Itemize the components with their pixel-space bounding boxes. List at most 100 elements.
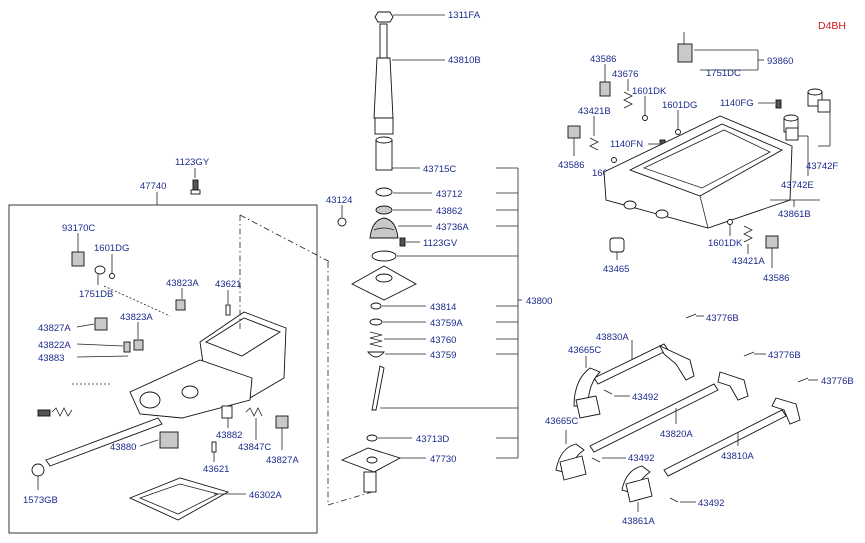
label-43665c-1: 43665C	[568, 345, 601, 356]
label-43830a: 43830A	[596, 332, 629, 343]
part-43124	[337, 217, 347, 227]
label-43827a-1: 43827A	[38, 323, 71, 334]
label-43759: 43759	[430, 350, 456, 361]
clip-43713d	[366, 434, 378, 442]
label-1601dg-left: 1601DG	[94, 243, 129, 254]
bushing-43823a-1	[175, 299, 186, 311]
bolt-1123gv	[399, 237, 420, 247]
label-1123gy: 1123GY	[175, 157, 210, 168]
spring-43421a	[743, 225, 753, 243]
label-1601dk-3: 1601DK	[708, 238, 743, 249]
dot-1601dk-1	[642, 115, 648, 121]
washer-43814	[370, 302, 382, 310]
label-43883: 43883	[38, 353, 64, 364]
label-1140fn: 1140FN	[610, 139, 643, 150]
label-93170c: 93170C	[62, 223, 95, 234]
label-43736a: 43736A	[436, 222, 469, 233]
label-43814: 43814	[430, 302, 456, 313]
rail-43830a	[593, 340, 695, 385]
label-43776b-2: 43776B	[768, 350, 801, 361]
plug-43742e	[783, 114, 799, 141]
label-43676: 43676	[612, 69, 638, 80]
label-43665c-2: 43665C	[545, 416, 578, 427]
seat-43759a	[369, 318, 383, 326]
fork-43861a	[621, 465, 653, 512]
label-43586-3: 43586	[763, 273, 789, 284]
label-43810a: 43810A	[721, 451, 754, 462]
plug-43827a-1	[76, 317, 108, 331]
pin-43776b-2	[743, 351, 755, 357]
label-43882: 43882	[216, 430, 242, 441]
shift-lever-43810b	[373, 23, 445, 135]
gasket-46302a	[128, 477, 230, 521]
spring-43760	[369, 331, 426, 348]
shift-housing	[129, 311, 287, 419]
label-43862: 43862	[436, 206, 462, 217]
bolt-spring-left	[37, 407, 73, 417]
label-1751db: 1751DB	[79, 289, 113, 300]
label-43586-2: 43586	[558, 160, 584, 171]
boot-43736a	[369, 217, 432, 239]
label-47730: 47730	[430, 454, 456, 465]
label-47740: 47740	[140, 181, 166, 192]
label-43759a: 43759A	[430, 318, 463, 329]
dot-1601dk-2	[611, 157, 617, 163]
label-43742f: 43742F	[806, 161, 838, 172]
switch-93170c	[71, 233, 85, 267]
pin-43492-2	[591, 457, 601, 463]
pin-43621-2	[211, 441, 217, 453]
o-ring	[371, 250, 397, 262]
label-43492-1: 43492	[632, 392, 658, 403]
pin-43492-1	[603, 389, 613, 395]
pin-43492-3	[669, 497, 679, 503]
rail-43810a	[663, 397, 801, 477]
cup-43759	[367, 351, 385, 358]
label-43827a-2: 43827A	[266, 455, 299, 466]
label-43822a: 43822A	[38, 340, 71, 351]
shift-cover	[603, 115, 793, 229]
label-43776b-3: 43776B	[821, 376, 854, 387]
pin-43621-1	[225, 304, 231, 316]
label-43742e: 43742E	[781, 180, 814, 191]
label-43880: 43880	[110, 442, 136, 453]
pin-1140fg	[775, 99, 782, 109]
label-1601dg-right: 1601DG	[662, 100, 697, 111]
label-43712: 43712	[436, 189, 462, 200]
group-bracket-43800	[496, 167, 522, 459]
shaft-43880	[45, 417, 179, 467]
label-43776b-1: 43776B	[706, 313, 739, 324]
fork-43665c-2	[555, 430, 587, 481]
lower-rod	[371, 365, 385, 411]
pin-43776b-3	[797, 377, 809, 383]
washer-1751db	[94, 265, 106, 275]
housing-frame	[8, 204, 318, 534]
label-43421b: 43421B	[578, 106, 611, 117]
label-1311fa: 1311FA	[448, 10, 481, 21]
dot-1601dk-3	[727, 219, 733, 225]
label-1140fg: 1140FG	[720, 98, 754, 109]
plug-43742f	[807, 88, 831, 113]
plug-43465	[609, 237, 625, 253]
label-43847c: 43847C	[238, 442, 271, 453]
plug-43827a-2	[275, 415, 289, 429]
label-43810b: 43810B	[448, 55, 481, 66]
label-43715c: 43715C	[423, 164, 456, 175]
rail-43820a	[589, 371, 749, 453]
spring-43676	[623, 91, 633, 109]
bolt-43586-3	[765, 235, 779, 249]
label-43421a: 43421A	[732, 256, 765, 267]
label-46302a: 46302A	[249, 490, 282, 501]
sensor-93860	[677, 32, 764, 71]
bushing-43823a-2	[133, 339, 144, 351]
part-43822a	[123, 341, 131, 353]
label-43861a: 43861A	[622, 516, 655, 527]
plug-1573gb	[31, 463, 45, 477]
diagram-code: D4BH	[818, 20, 846, 32]
label-43124: 43124	[326, 195, 352, 206]
bolt-43586-1	[599, 81, 611, 97]
part-43882	[221, 405, 233, 419]
spring-43421b	[589, 137, 599, 151]
label-43861b: 43861B	[778, 209, 811, 220]
label-43760: 43760	[430, 335, 456, 346]
